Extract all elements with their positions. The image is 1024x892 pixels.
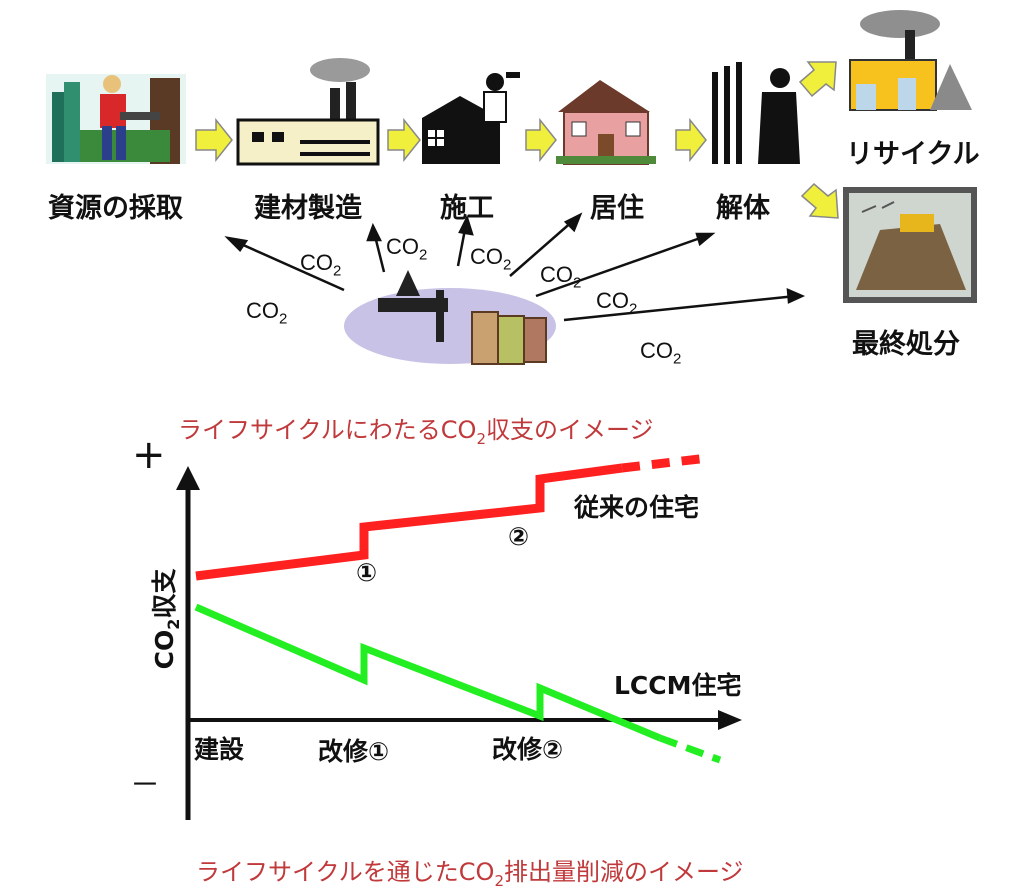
series-line-conventional-projection (621, 453, 709, 473)
series-line-conventional (195, 463, 623, 581)
lifecycle-caption: ライフサイクルにわたるCO2収支のイメージ (178, 416, 654, 448)
step-label-2: ② (508, 522, 530, 551)
disposal-label: 最終処分 (852, 329, 960, 360)
stage-label-extraction: 資源の採取 (48, 193, 183, 224)
step-label-1: ① (356, 558, 378, 587)
co2-label: CO2 (596, 288, 638, 318)
arrow-down-right-icon (800, 182, 839, 219)
x-marker-renovation-2: 改修② (492, 735, 564, 764)
arrow-up-right-icon (798, 61, 837, 98)
recycle-label: リサイクル (846, 139, 980, 170)
arrow-right-icon (525, 117, 557, 163)
series-line-lccm-projection (658, 734, 722, 764)
series-label-conventional: 従来の住宅 (574, 493, 700, 522)
arrow-right-icon (195, 117, 233, 163)
co2-label: CO2 (470, 244, 512, 274)
landfill-icon (843, 187, 977, 303)
y-axis-arrowhead (176, 466, 200, 490)
stage-label-residence: 居住 (590, 193, 644, 224)
factory-icon (236, 58, 380, 166)
stage-label-manufacture: 建材製造 (254, 193, 362, 224)
reduction-caption: ライフサイクルを通じたCO2排出量削減のイメージ (196, 858, 744, 890)
plus-sign: + (132, 432, 166, 478)
arrow-right-icon (387, 117, 421, 163)
co2-label: CO2 (540, 262, 582, 292)
house-icon (556, 80, 656, 165)
recycle-plant-icon (849, 10, 972, 111)
co2-label: CO2 (300, 250, 342, 280)
series-line-lccm (194, 603, 662, 742)
lumberjack-icon (46, 74, 186, 164)
x-axis-arrowhead (718, 710, 742, 730)
oil-resources-icon (344, 270, 556, 365)
builder-icon (422, 72, 520, 164)
x-marker-construction: 建設 (194, 735, 245, 764)
co2-label: CO2 (386, 234, 428, 264)
minus-sign: － (130, 768, 160, 803)
y-axis-label: CO2収支 (150, 568, 183, 670)
flow-arrows (195, 61, 839, 219)
x-marker-renovation-1: 改修① (318, 737, 390, 766)
co2-label: CO2 (246, 298, 288, 328)
stage-label-construction: 施工 (440, 193, 494, 224)
co2-emission-arrows (224, 212, 806, 322)
co2-label: CO2 (640, 338, 682, 368)
arrow-right-icon (675, 117, 707, 163)
demolition-icon (712, 62, 800, 164)
series-label-lccm: LCCM住宅 (614, 671, 742, 700)
stage-label-demolition: 解体 (716, 193, 770, 224)
